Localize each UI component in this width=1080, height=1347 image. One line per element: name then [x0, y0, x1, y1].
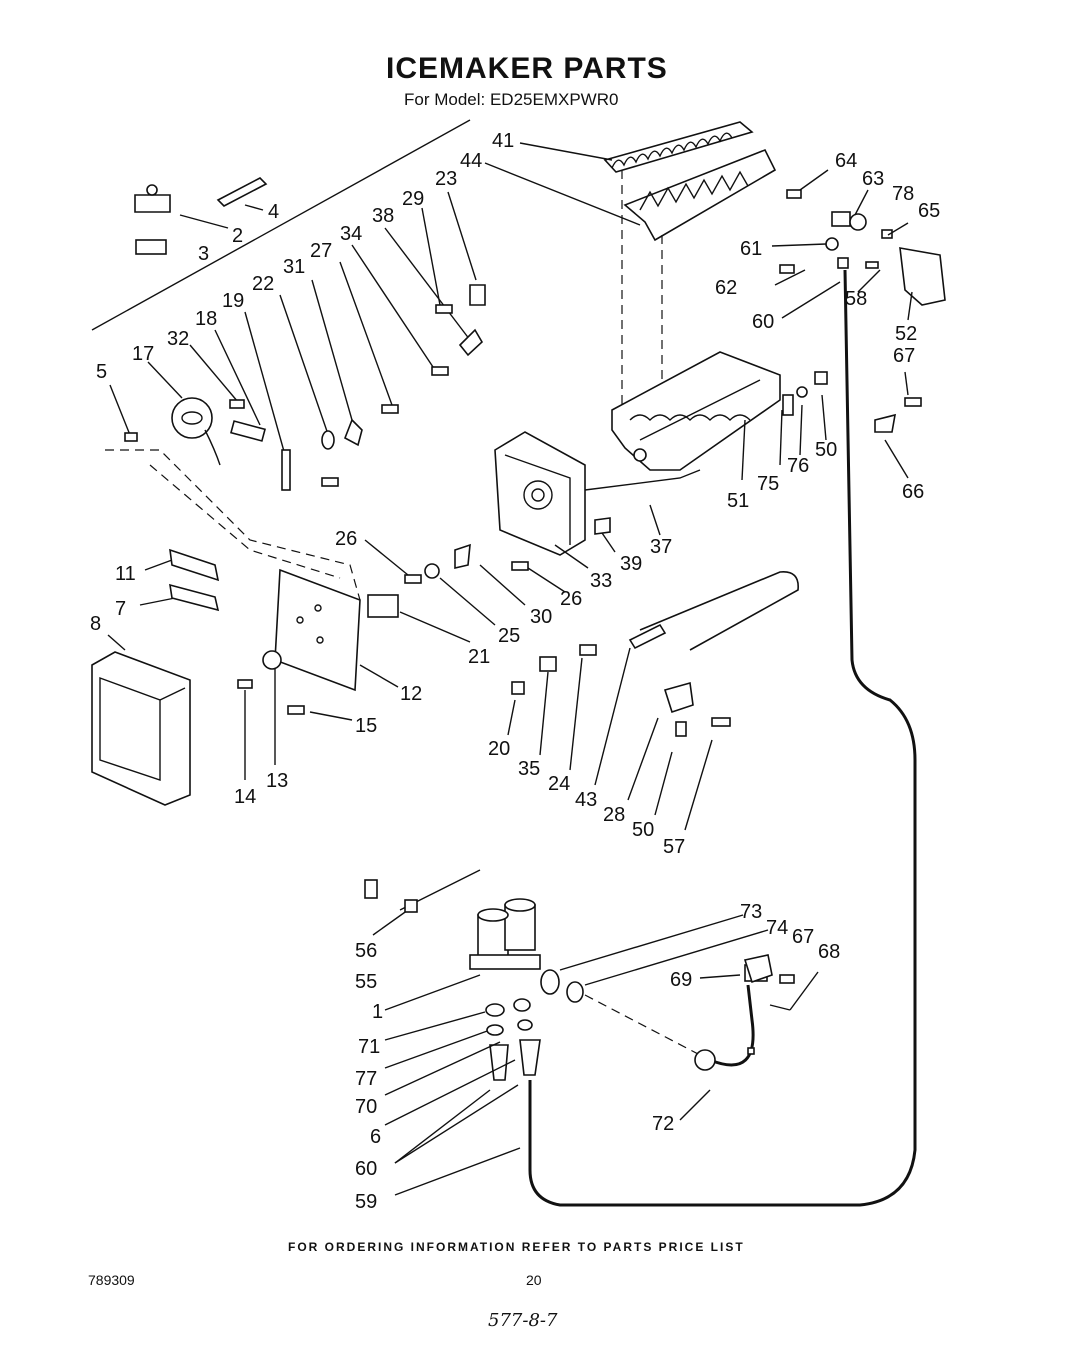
ordering-note: FOR ORDERING INFORMATION REFER TO PARTS …	[288, 1240, 745, 1254]
leader-lines	[107, 142, 913, 1196]
callout-26a: 26	[335, 528, 357, 550]
water-valve	[469, 898, 584, 1003]
callout-50: 50	[815, 439, 837, 461]
callout-19: 19	[222, 290, 244, 312]
callout-56: 56	[355, 940, 377, 962]
callout-4: 4	[268, 201, 279, 223]
callout-66: 66	[902, 481, 924, 503]
callout-1: 1	[372, 1001, 383, 1023]
callout-75: 75	[757, 473, 779, 495]
ice-mold	[611, 351, 781, 471]
callout-38: 38	[372, 205, 394, 227]
callout-60: 60	[752, 311, 774, 333]
callout-23: 23	[435, 168, 457, 190]
callout-70: 70	[355, 1096, 377, 1118]
callout-41: 41	[492, 130, 514, 152]
mounting-plate	[274, 568, 361, 692]
callout-21: 21	[468, 646, 490, 668]
callout-26b: 26	[560, 588, 582, 610]
callout-58: 58	[845, 288, 867, 310]
callout-50b: 50	[632, 819, 654, 841]
callout-52: 52	[895, 323, 917, 345]
callout-20: 20	[488, 738, 510, 760]
fitting-left	[489, 1044, 509, 1081]
callout-28: 28	[603, 804, 625, 826]
callout-22: 22	[252, 273, 274, 295]
callout-13: 13	[266, 770, 288, 792]
shutoff-arm	[584, 469, 701, 491]
water-tube	[528, 269, 917, 1207]
callout-8: 8	[90, 613, 101, 635]
callout-34: 34	[340, 223, 362, 245]
callout-61: 61	[740, 238, 762, 260]
control-housing	[494, 431, 586, 556]
callout-5: 5	[96, 361, 107, 383]
dashline-72	[584, 994, 701, 1056]
callout-64: 64	[835, 150, 857, 172]
heater-connector	[628, 623, 667, 650]
callout-15: 15	[355, 715, 377, 737]
callout-63: 63	[862, 168, 884, 190]
callout-17: 17	[132, 343, 154, 365]
heater-tube	[639, 571, 799, 651]
callout-57: 57	[663, 836, 685, 858]
callout-11: 11	[115, 563, 136, 585]
callout-78: 78	[892, 183, 914, 205]
callout-27: 27	[310, 240, 332, 262]
callout-71: 71	[358, 1036, 380, 1058]
callout-7: 7	[115, 598, 126, 620]
callout-59: 59	[355, 1191, 377, 1213]
callout-67b: 67	[792, 926, 814, 948]
fitting-right	[519, 1039, 541, 1076]
callout-65: 65	[918, 200, 940, 222]
small-parts	[124, 177, 922, 1071]
page-number: 20	[526, 1272, 542, 1288]
callout-77: 77	[355, 1068, 377, 1090]
callout-33: 33	[590, 570, 612, 592]
callout-18: 18	[195, 308, 217, 330]
callout-30: 30	[530, 606, 552, 628]
callout-51: 51	[727, 490, 749, 512]
callout-73: 73	[740, 901, 762, 923]
front-cover	[91, 651, 191, 806]
callout-43: 43	[575, 789, 597, 811]
callout-14: 14	[234, 786, 256, 808]
callout-25: 25	[498, 625, 520, 647]
model-subtitle: For Model: ED25EMXPWR0	[404, 90, 619, 109]
callout-6: 6	[370, 1126, 381, 1148]
callout-35: 35	[518, 758, 540, 780]
callout-39: 39	[620, 553, 642, 575]
motor	[171, 397, 221, 466]
callout-69: 69	[670, 969, 692, 991]
fill-cup-assembly	[825, 211, 946, 306]
callout-76: 76	[787, 455, 809, 477]
callout-55: 55	[355, 971, 377, 993]
document-number: 789309	[88, 1272, 135, 1288]
callout-74: 74	[766, 917, 788, 939]
callout-24: 24	[548, 773, 570, 795]
callout-67: 67	[893, 345, 915, 367]
stripper	[623, 148, 777, 242]
callout-3: 3	[198, 243, 209, 265]
callout-72: 72	[652, 1113, 674, 1135]
separator-line	[91, 119, 471, 331]
wiring-harness	[105, 449, 361, 601]
callout-31: 31	[283, 256, 305, 278]
inlet-tube	[709, 984, 755, 1067]
page-title: ICEMAKER PARTS	[386, 52, 668, 85]
callout-12: 12	[400, 683, 422, 705]
callout-37: 37	[650, 536, 672, 558]
callout-44: 44	[460, 150, 482, 172]
callout-68: 68	[818, 941, 840, 963]
callout-60b: 60	[355, 1158, 377, 1180]
callout-32: 32	[167, 328, 189, 350]
handwritten-note: 577-8-7	[488, 1310, 558, 1331]
callout-2: 2	[232, 225, 243, 247]
callout-29: 29	[402, 188, 424, 210]
ejector-blade	[603, 121, 754, 173]
callout-62: 62	[715, 277, 737, 299]
callout-labels: 41 44 64 63 78 65 2 4 3 23 29 38 34 27 3…	[90, 130, 940, 1213]
